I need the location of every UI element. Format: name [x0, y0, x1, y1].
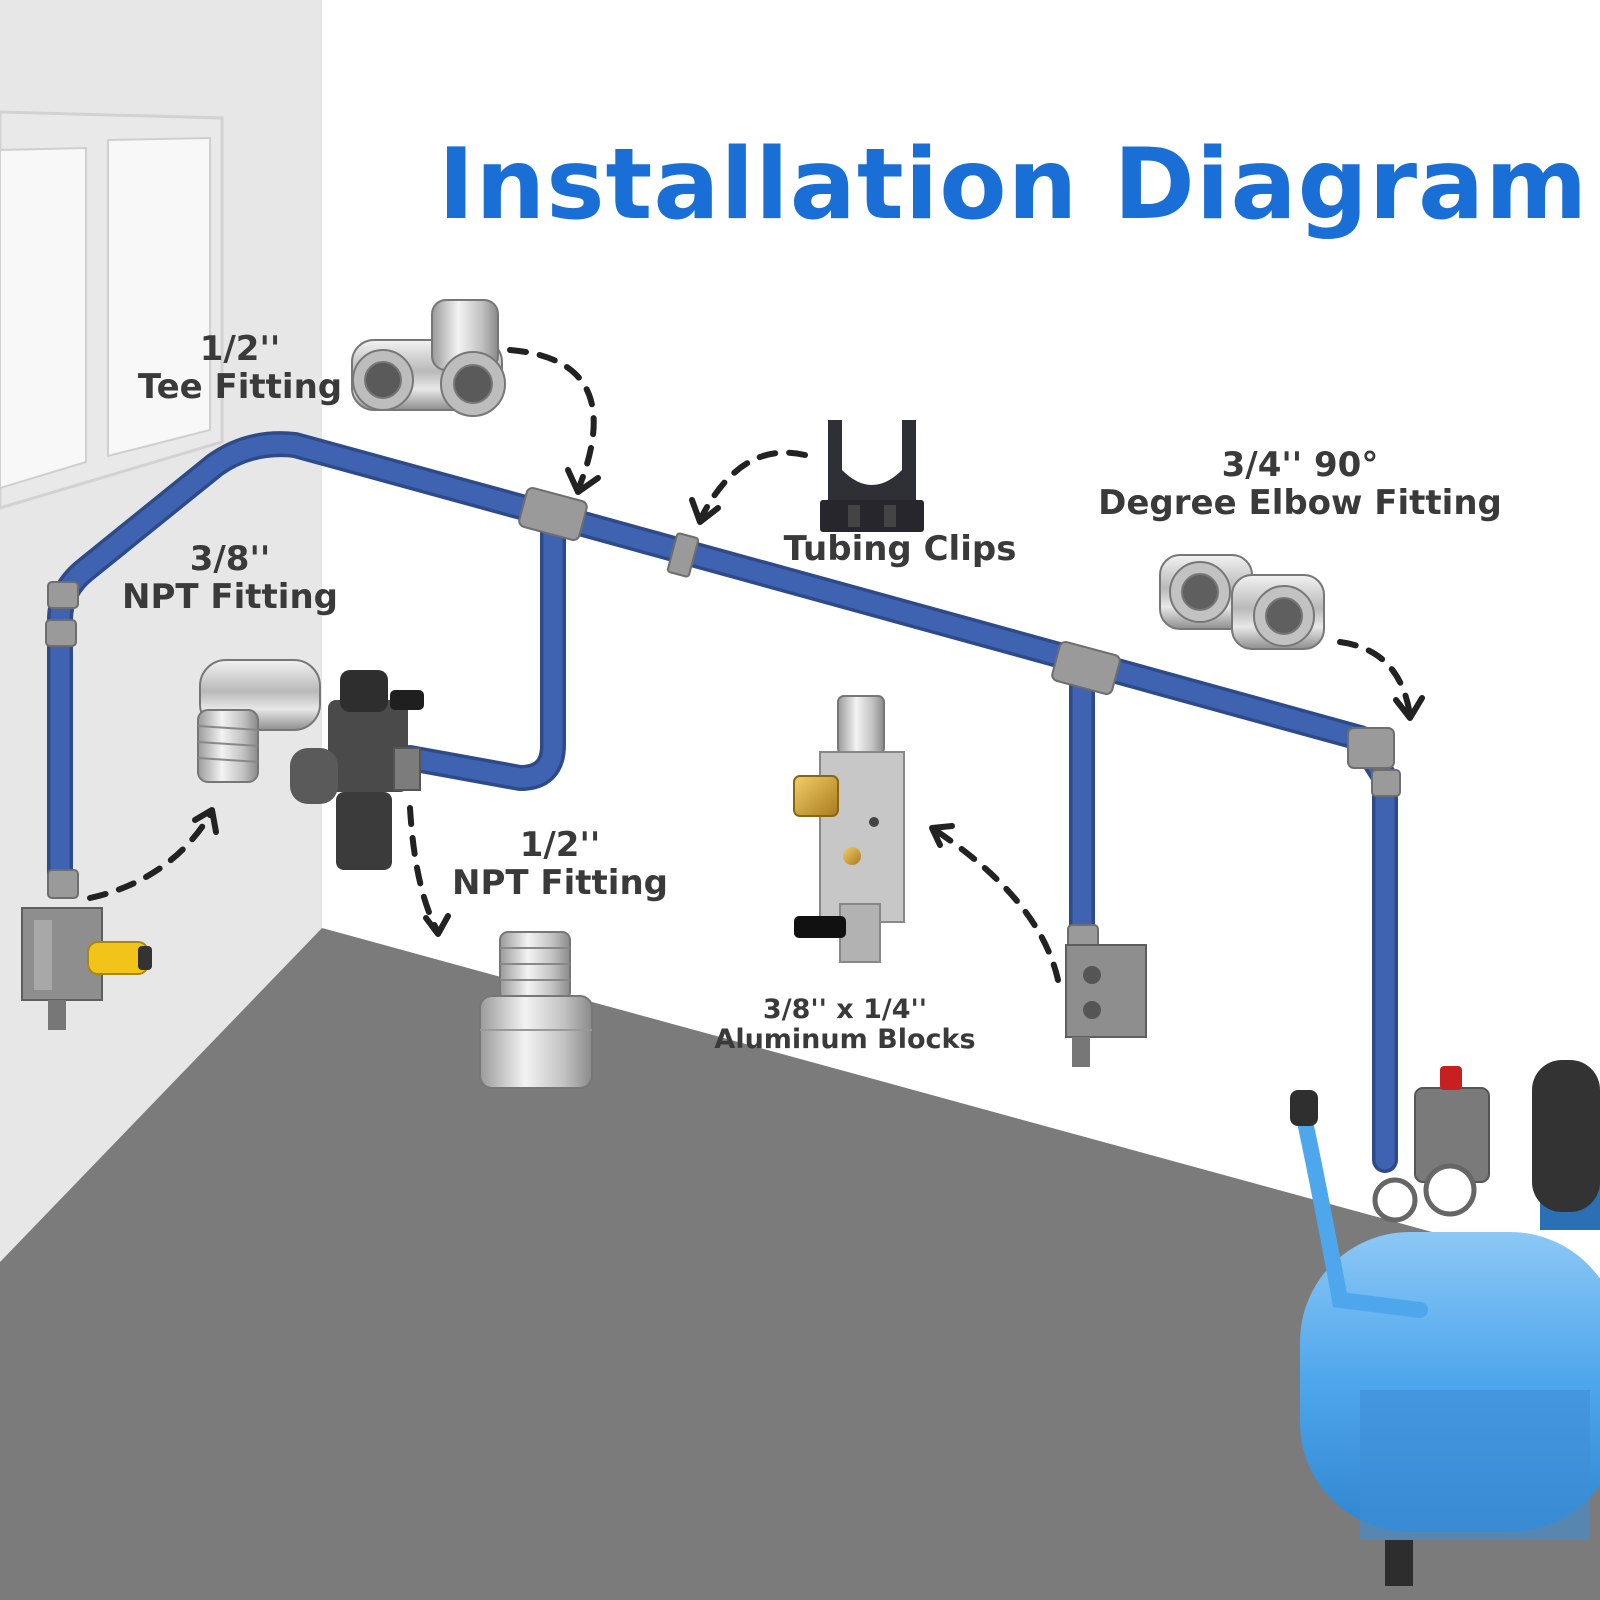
label-aluminum-blocks-size: 3/8'' x 1/4''	[762, 994, 928, 1025]
label-tubing-clips: Tubing Clips	[770, 530, 1030, 568]
label-npt-12-name: NPT Fitting	[452, 863, 668, 904]
label-npt-12: 1/2'' NPT Fitting	[445, 826, 675, 902]
window-icon	[0, 110, 224, 510]
label-npt-38-name: NPT Fitting	[122, 577, 338, 618]
label-npt-38-size: 3/8''	[189, 539, 271, 579]
filter-regulator-icon	[290, 670, 424, 870]
label-tee-fitting-name: Tee Fitting	[137, 367, 343, 408]
label-aluminum-blocks-name: Aluminum Blocks	[714, 1024, 976, 1056]
npt-fitting-half-inch-icon	[479, 931, 593, 1089]
callout-arrowheads	[192, 467, 1425, 937]
wall-drop-left	[21, 907, 152, 1030]
label-aluminum-blocks: 3/8'' x 1/4'' Aluminum Blocks	[700, 994, 990, 1056]
label-tee-fitting-size: 1/2''	[199, 329, 281, 369]
callout-arrows	[87, 347, 1413, 983]
elbow-fitting-icon	[1159, 554, 1325, 650]
label-npt-38: 3/8'' NPT Fitting	[110, 540, 350, 616]
label-elbow-fitting: 3/4'' 90° Degree Elbow Fitting	[1085, 446, 1515, 522]
tee-fitting-icon	[351, 299, 506, 417]
aluminum-block-icon	[793, 695, 905, 963]
air-compressor-icon	[1290, 1060, 1600, 1586]
wall-drop-right	[1065, 944, 1147, 1067]
tubing-clip-icon	[820, 420, 924, 532]
label-npt-12-size: 1/2''	[519, 825, 601, 865]
floor	[0, 928, 1600, 1600]
label-tubing-clips-name: Tubing Clips	[783, 529, 1017, 569]
npt-fitting-icon	[197, 659, 321, 783]
label-tee-fitting: 1/2'' Tee Fitting	[120, 330, 360, 406]
label-elbow-size: 3/4'' 90°	[1221, 445, 1379, 485]
pipe-joints	[45, 487, 1401, 954]
label-elbow-name: Degree Elbow Fitting	[1098, 483, 1502, 524]
page-title: Installation Diagram	[438, 128, 1589, 242]
